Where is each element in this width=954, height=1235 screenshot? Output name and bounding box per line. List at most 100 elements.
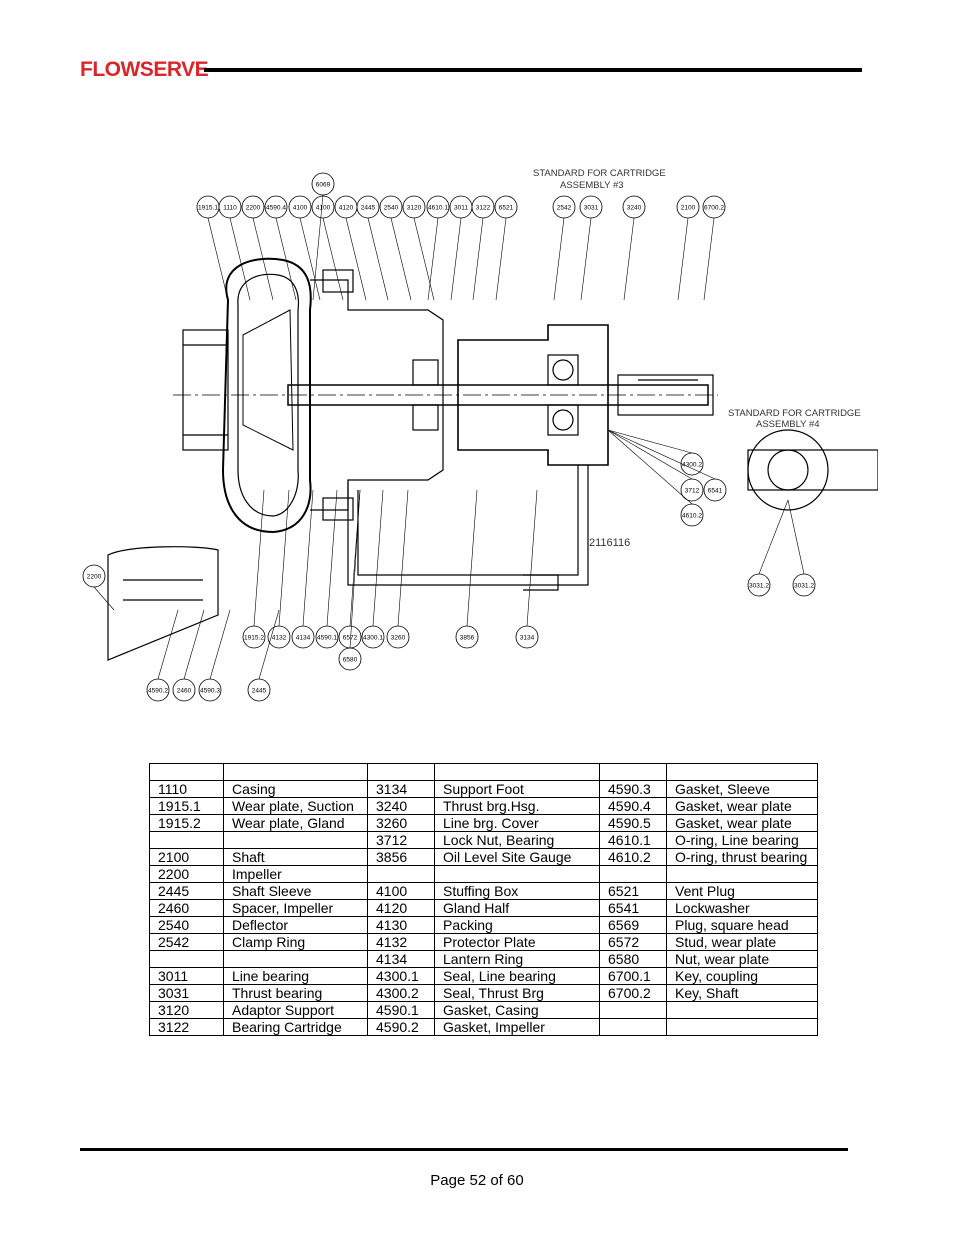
- callout-label: 3031: [584, 205, 599, 212]
- part-description-cell: [666, 763, 818, 781]
- part-number-cell: 6521: [599, 882, 667, 900]
- part-number-cell: 2200: [149, 865, 224, 883]
- callout-balloon: 3856: [455, 625, 479, 649]
- callout-balloon: 2540: [379, 195, 403, 219]
- part-number-cell: 4610.1: [599, 831, 667, 849]
- part-description-cell: Vent Plug: [666, 882, 818, 900]
- part-description-cell: Gasket, Casing: [434, 1001, 600, 1019]
- callout-label: 1110: [223, 205, 237, 212]
- part-number-cell: 1915.2: [149, 814, 224, 832]
- callout-balloon: 3134: [515, 625, 539, 649]
- callout-label: 3712: [685, 488, 700, 495]
- part-number-cell: [599, 1001, 667, 1019]
- callout-balloon: 2445: [356, 195, 380, 219]
- part-description-cell: Thrust brg.Hsg.: [434, 797, 600, 815]
- part-description-cell: Gasket, Impeller: [434, 1018, 600, 1036]
- callout-balloon: 4610.1: [426, 195, 450, 219]
- part-description-cell: Key, Shaft: [666, 984, 818, 1002]
- part-description-cell: Packing: [434, 916, 600, 934]
- callout-label: 4300.1: [363, 635, 383, 642]
- callout-label: 1915.1: [198, 205, 218, 212]
- callout-balloon: 4300.1: [361, 625, 385, 649]
- pump-cross-section: [107, 257, 878, 661]
- callout-label: 4100: [293, 205, 308, 212]
- callout-balloon: 4132: [267, 625, 291, 649]
- part-description-cell: Spacer, Impeller: [223, 899, 368, 917]
- part-number-cell: 6580: [599, 950, 667, 968]
- part-number-cell: 6572: [599, 933, 667, 951]
- footer-rule: [80, 1148, 848, 1151]
- part-number-cell: 2460: [149, 899, 224, 917]
- note-cartridge-3-line2: ASSEMBLY #3: [560, 180, 624, 191]
- part-description-cell: Plug, square head: [666, 916, 818, 934]
- callout-balloon: 3031.2: [747, 573, 771, 597]
- callout-balloon: 6700.2: [702, 195, 726, 219]
- part-description-cell: Clamp Ring: [223, 933, 368, 951]
- note-cartridge-4-line2: ASSEMBLY #4: [756, 419, 820, 430]
- callout-label: 2445: [361, 205, 376, 212]
- callout-balloon: 4590.1: [315, 625, 339, 649]
- callout-label: 3031.2: [794, 583, 814, 590]
- part-description-cell: O-ring, Line bearing: [666, 831, 818, 849]
- part-number-cell: [599, 763, 667, 781]
- part-number-cell: 2542: [149, 933, 224, 951]
- callout-balloon: 2200: [82, 564, 106, 588]
- part-number-cell: 4300.1: [367, 967, 435, 985]
- part-description-cell: Wear plate, Gland: [223, 814, 368, 832]
- part-number-cell: 3031: [149, 984, 224, 1002]
- header-rule: [204, 68, 862, 72]
- part-number-cell: 3011: [149, 967, 224, 985]
- part-description-cell: [434, 763, 600, 781]
- callout-balloon: 3031: [579, 195, 603, 219]
- part-number-cell: 2100: [149, 848, 224, 866]
- callout-label: 3260: [391, 635, 406, 642]
- note-cartridge-4-line1: STANDARD FOR CARTRIDGE: [728, 408, 861, 419]
- table-row: [149, 763, 818, 781]
- part-number-cell: 4132: [367, 933, 435, 951]
- callout-label: 2445: [252, 688, 267, 695]
- callout-label: 3031.2: [749, 583, 769, 590]
- part-number-cell: 4120: [367, 899, 435, 917]
- part-number-cell: 4130: [367, 916, 435, 934]
- part-number-cell: [367, 865, 435, 883]
- callout-label: 6700.2: [704, 205, 724, 212]
- callout-balloon: 4120: [334, 195, 358, 219]
- part-number-cell: 4134: [367, 950, 435, 968]
- callout-balloon: 4610.2: [680, 503, 704, 527]
- part-description-cell: Line bearing: [223, 967, 368, 985]
- callout-label: 4590.2: [148, 688, 168, 695]
- callout-label: 4120: [339, 205, 354, 212]
- callout-balloon: 6069: [311, 172, 335, 196]
- part-number-cell: [149, 763, 224, 781]
- part-description-cell: Shaft Sleeve: [223, 882, 368, 900]
- part-description-cell: Thrust bearing: [223, 984, 368, 1002]
- part-description-cell: [666, 865, 818, 883]
- part-description-cell: Casing: [223, 780, 368, 798]
- callout-balloon: 2542: [552, 195, 576, 219]
- part-description-cell: Lantern Ring: [434, 950, 600, 968]
- callout-label: 6521: [499, 205, 514, 212]
- part-description-cell: Shaft: [223, 848, 368, 866]
- part-description-cell: Seal, Line bearing: [434, 967, 600, 985]
- part-description-cell: Gasket, Sleeve: [666, 780, 818, 798]
- part-description-cell: Wear plate, Suction: [223, 797, 368, 815]
- callout-label: 6069: [316, 182, 331, 189]
- callout-label: 6580: [343, 657, 358, 664]
- part-description-cell: Support Foot: [434, 780, 600, 798]
- part-number-cell: 4590.5: [599, 814, 667, 832]
- part-description-cell: [666, 1001, 818, 1019]
- part-number-cell: 3712: [367, 831, 435, 849]
- callout-balloon: 2460: [172, 678, 196, 702]
- part-description-cell: Lock Nut, Bearing: [434, 831, 600, 849]
- part-description-cell: Deflector: [223, 916, 368, 934]
- callout-balloon: 6521: [494, 195, 518, 219]
- part-description-cell: Seal, Thrust Brg: [434, 984, 600, 1002]
